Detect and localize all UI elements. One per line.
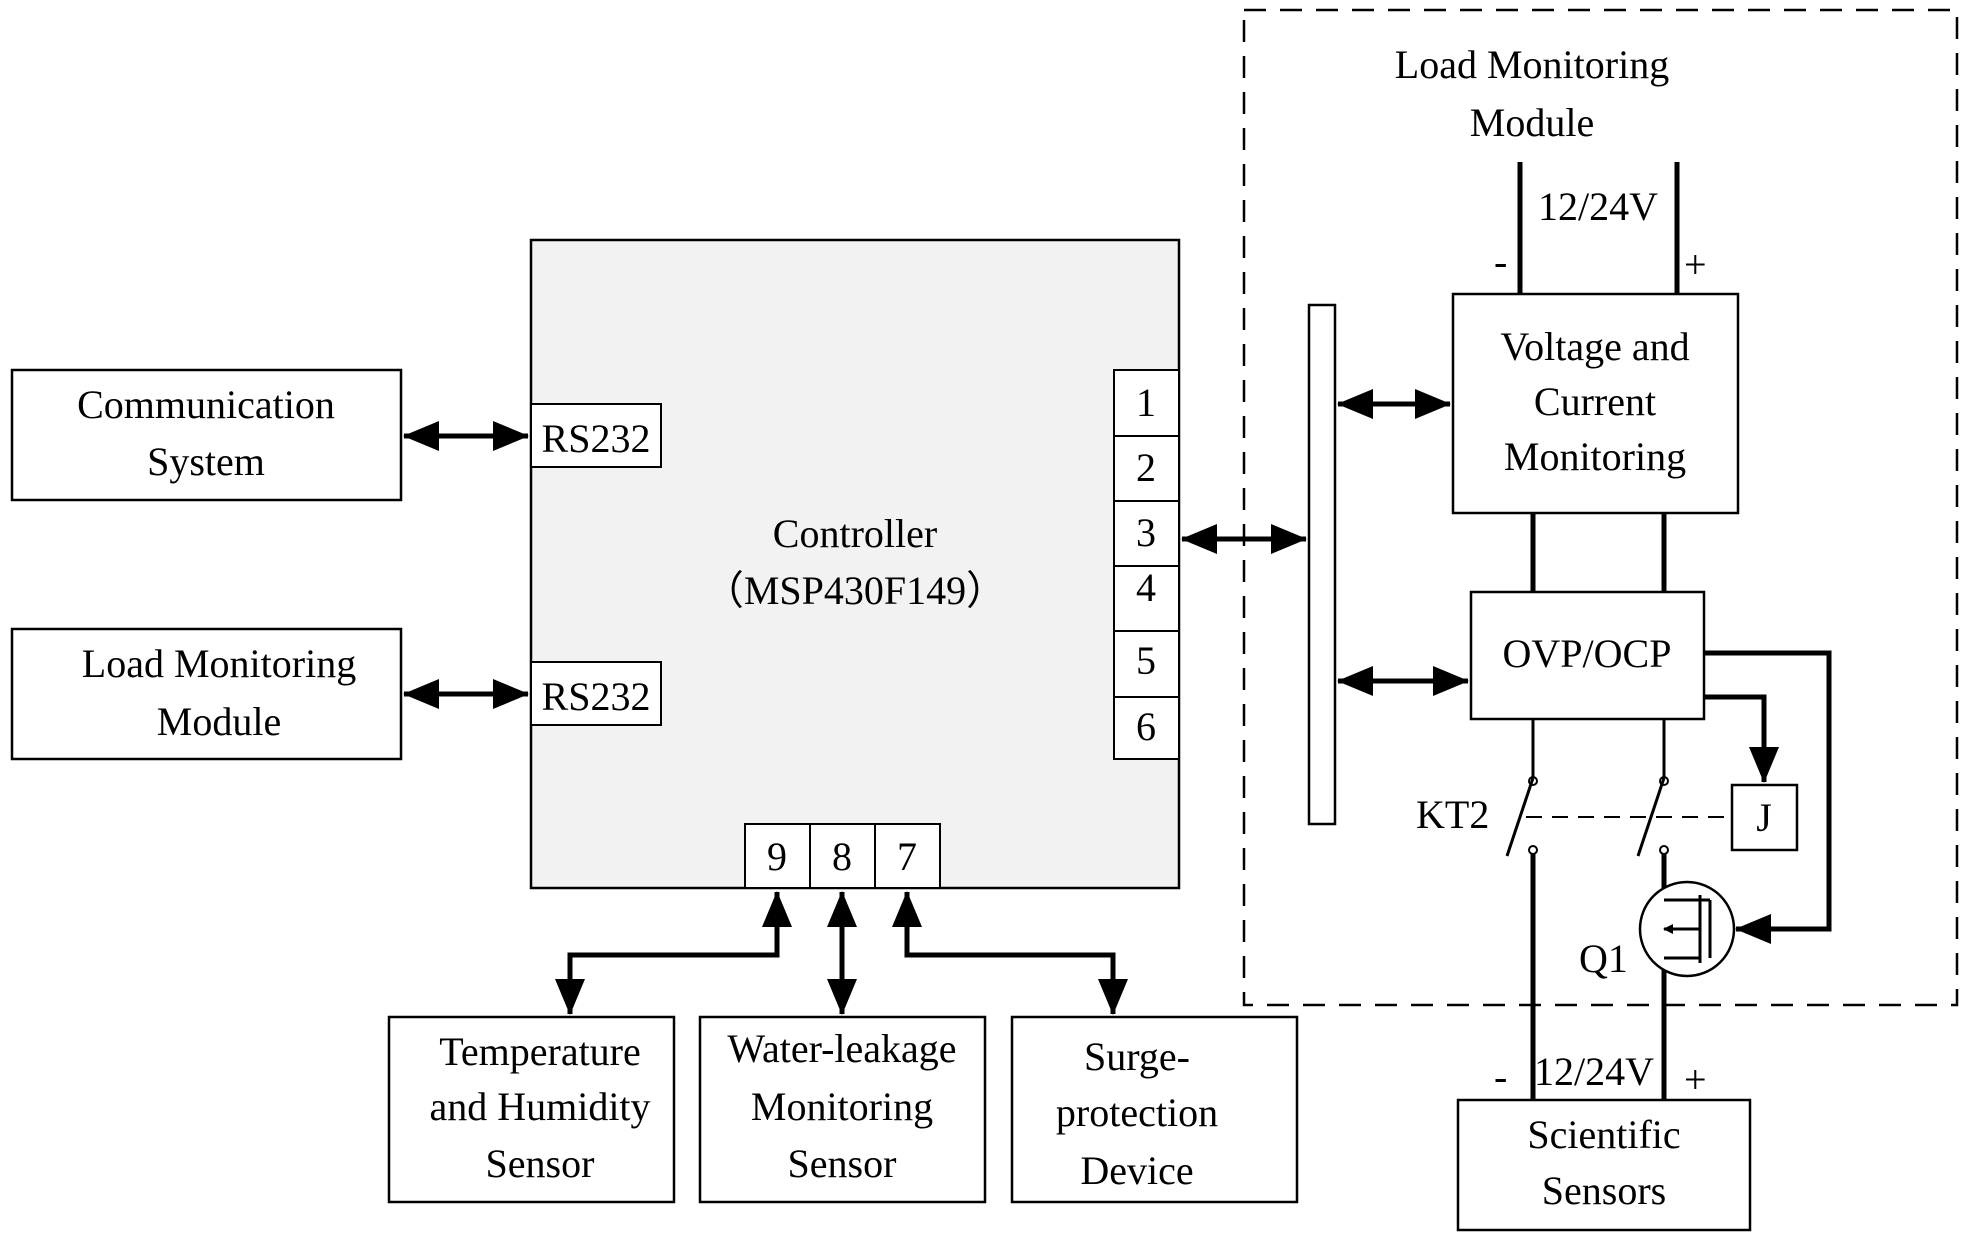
port-3: 3: [1136, 510, 1156, 555]
controller-model: （MSP430F149）: [704, 568, 1006, 613]
transistor-q1-label: Q1: [1579, 936, 1628, 981]
temperature-line1: Temperature: [439, 1029, 641, 1074]
port-5: 5: [1136, 638, 1156, 683]
scientific-sensors-block: Scientific Sensors: [1456, 1098, 1752, 1232]
load-monitoring-left-line2: Module: [157, 699, 281, 744]
ovp-ocp-label: OVP/OCP: [1503, 631, 1672, 676]
controller-block: Controller （MSP430F149）: [529, 238, 1181, 890]
surge-line1: Surge-: [1084, 1034, 1190, 1079]
switch-left-bottom-contact: [1528, 845, 1538, 855]
communication-system-line1: Communication: [77, 382, 335, 427]
supply-bottom-minus: -: [1494, 1054, 1507, 1099]
communication-system-line2: System: [147, 439, 265, 484]
switch-right-bottom-contact: [1659, 845, 1669, 855]
supply-top-plus: +: [1684, 242, 1707, 287]
scientific-sensors-line1: Scientific: [1527, 1112, 1680, 1157]
rs232-port-bottom: RS232: [530, 661, 662, 726]
load-monitoring-module-title-line2: Module: [1470, 100, 1594, 145]
ovp-ocp-block: OVP/OCP: [1469, 590, 1706, 721]
load-monitoring-module-title-line1: Load Monitoring: [1395, 42, 1669, 87]
port-2: 2: [1136, 445, 1156, 490]
temperature-line2: and Humidity: [429, 1084, 650, 1129]
switch-kt2-label: KT2: [1416, 792, 1489, 837]
port7-surge-arrow: [892, 891, 1128, 1015]
port9-temperature-arrow: [555, 891, 792, 1015]
controller-bottom-ports: 9 8 7: [744, 823, 941, 889]
temperature-line3: Sensor: [486, 1141, 595, 1186]
communication-system-block: Communication System: [10, 368, 403, 502]
controller-right-ports: 1 2 3 4 5 6: [1113, 369, 1180, 760]
voltage-current-line1: Voltage and: [1500, 324, 1689, 369]
port-9: 9: [767, 834, 787, 879]
load-monitoring-left-block: Load Monitoring Module: [10, 627, 403, 761]
q1-mosfet-symbol: [1638, 880, 1736, 978]
surge-protection-device-block: Surge- protection Device: [1010, 1015, 1299, 1204]
surge-line2: protection: [1056, 1090, 1218, 1135]
port-8: 8: [832, 834, 852, 879]
relay-j-block: J: [1730, 783, 1799, 852]
relay-j-label: J: [1756, 795, 1772, 840]
switch-left-blade: [1505, 777, 1535, 857]
load-monitoring-left-line1: Load Monitoring: [82, 641, 356, 686]
switch-right-blade: [1636, 777, 1666, 857]
load-monitoring-module-boundary: [1242, 8, 1959, 1007]
voltage-current-line2: Current: [1534, 379, 1656, 424]
rs232-port-top: RS232: [530, 403, 662, 468]
water-leakage-line1: Water-leakage: [727, 1026, 956, 1071]
supply-top-minus: -: [1494, 239, 1507, 284]
bus-bar: [1307, 303, 1337, 826]
water-leakage-sensor-block: Water-leakage Monitoring Sensor: [698, 1015, 987, 1204]
supply-bottom-voltage: 12/24V: [1534, 1049, 1654, 1094]
supply-top-voltage: 12/24V: [1538, 184, 1658, 229]
rs232-top-label: RS232: [542, 416, 651, 461]
ovp-relay-arrow: [1704, 694, 1779, 783]
port-1: 1: [1136, 380, 1156, 425]
temperature-humidity-sensor-block: Temperature and Humidity Sensor: [387, 1015, 676, 1204]
port-4: 4: [1136, 565, 1156, 610]
voltage-current-monitoring-block: Voltage and Current Monitoring: [1451, 292, 1740, 515]
voltage-current-line3: Monitoring: [1504, 434, 1686, 479]
rs232-bottom-label: RS232: [542, 674, 651, 719]
surge-line3: Device: [1080, 1148, 1193, 1193]
port-6: 6: [1136, 704, 1156, 749]
controller-title: Controller: [773, 511, 937, 556]
supply-bottom-plus: +: [1684, 1057, 1707, 1102]
water-leakage-line2: Monitoring: [751, 1084, 933, 1129]
scientific-sensors-line2: Sensors: [1542, 1168, 1666, 1213]
ovp-q1-gate-arrow: [1704, 650, 1832, 944]
port-7: 7: [897, 834, 917, 879]
water-leakage-line3: Sensor: [788, 1141, 897, 1186]
